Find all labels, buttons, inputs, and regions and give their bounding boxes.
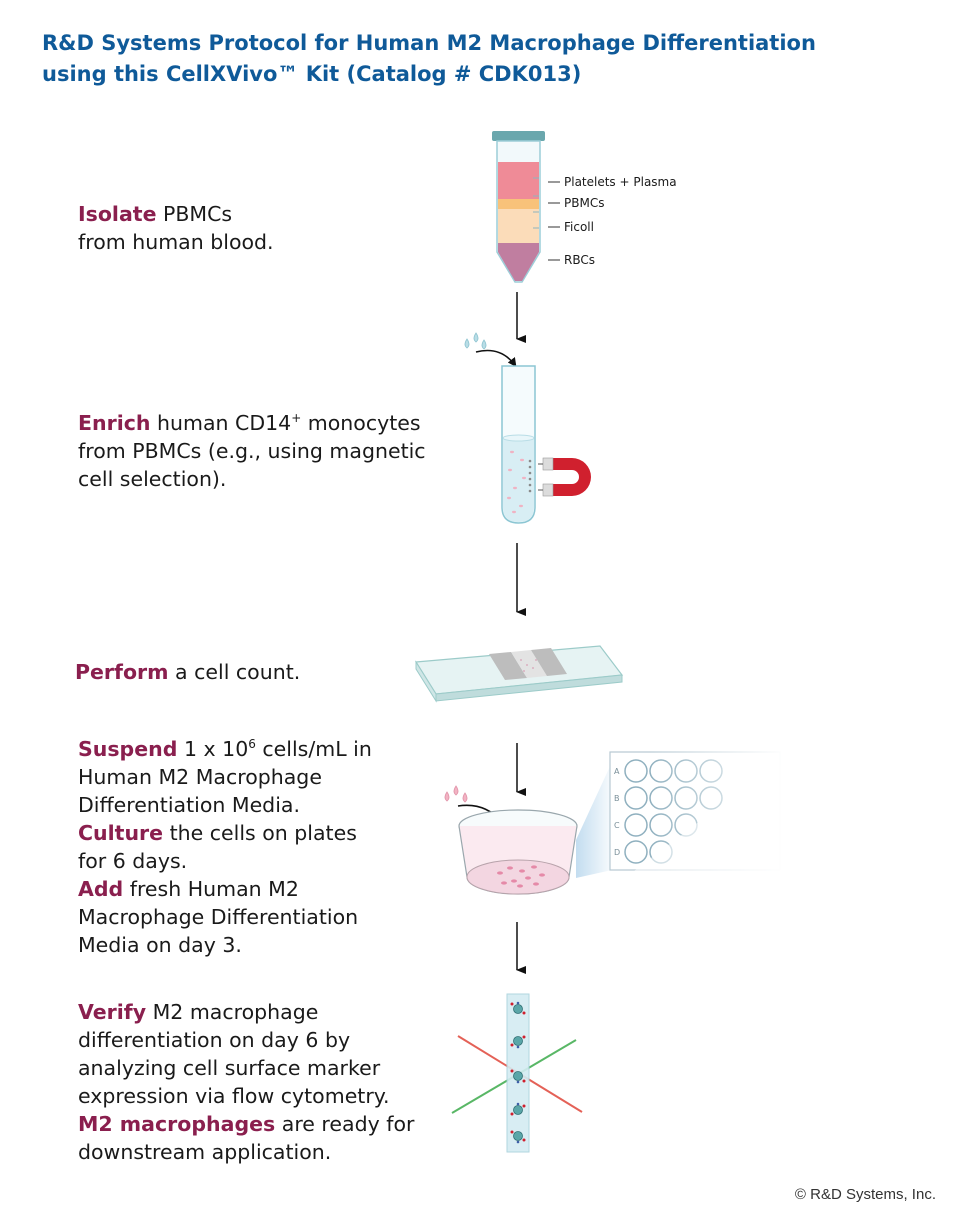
step-text: Differentiation Media. xyxy=(78,792,300,817)
step-text: from PBMCs (e.g., using magnetic xyxy=(78,438,426,463)
step-text: analyzing cell surface marker xyxy=(78,1056,381,1080)
step-text: M2 macrophage xyxy=(146,1000,319,1024)
label-platelets: Platelets + Plasma xyxy=(564,175,677,189)
step-text: fresh Human M2 xyxy=(123,876,299,901)
step-verify: Verify M2 macrophage differentiation on … xyxy=(78,998,478,1166)
label-pbmcs: PBMCs xyxy=(564,196,604,210)
plate-row-d: D xyxy=(614,848,620,857)
well-plate-icon: A B C D xyxy=(576,750,785,880)
step-text: cells/mL in xyxy=(255,736,372,761)
copyright-notice: © R&D Systems, Inc. xyxy=(794,1186,936,1203)
title-line-2: using this CellXVivo™ Kit (Catalog # CDK… xyxy=(42,62,582,86)
step-isolate: Isolate PBMCs from human blood. xyxy=(78,200,478,256)
step-text: for 6 days. xyxy=(78,848,188,873)
keyword-suspend: Suspend xyxy=(78,736,178,761)
curved-arrow-icon xyxy=(475,349,517,368)
keyword-isolate: Isolate xyxy=(78,202,157,226)
step-text: a cell count. xyxy=(168,660,301,684)
keyword-m2-macrophages: M2 macrophages xyxy=(78,1112,276,1136)
ficoll-layer xyxy=(498,209,539,243)
keyword-perform: Perform xyxy=(75,660,169,684)
zoom-beam xyxy=(576,762,612,878)
step-text: human CD14 xyxy=(150,410,292,435)
step-text: 1 x 10 xyxy=(177,736,249,761)
tube-cap xyxy=(492,131,545,141)
droplets-icon xyxy=(464,332,487,350)
hemocytometer-slide-icon xyxy=(414,645,624,703)
label-rbcs: RBCs xyxy=(564,253,595,267)
step-suspend: Suspend 1 x 106 cells/mL in Human M2 Mac… xyxy=(78,730,478,959)
media-droplets-icon xyxy=(444,785,468,803)
step-text: downstream application. xyxy=(78,1140,332,1164)
superscript: + xyxy=(291,411,302,425)
title-line-1: R&D Systems Protocol for Human M2 Macrop… xyxy=(42,31,816,55)
rbc-layer xyxy=(498,243,539,281)
step-count: Perform a cell count. xyxy=(75,658,475,686)
step-text: monocytes xyxy=(301,410,421,435)
step-text: are ready for xyxy=(275,1112,415,1136)
plasma-layer xyxy=(498,162,539,199)
keyword-verify: Verify xyxy=(78,1000,147,1024)
step-text: Human M2 Macrophage xyxy=(78,764,322,789)
plate-row-b: B xyxy=(614,794,620,803)
step-text: expression via flow cytometry. xyxy=(78,1084,390,1108)
flow-cytometry-icon xyxy=(451,993,583,1153)
test-tube-icon xyxy=(501,365,536,524)
step-text: from human blood. xyxy=(78,230,274,254)
label-ficoll: Ficoll xyxy=(564,220,594,234)
keyword-culture: Culture xyxy=(78,820,164,845)
step-enrich: Enrich human CD14+ monocytes from PBMCs … xyxy=(78,404,478,493)
magnet-icon xyxy=(538,457,591,497)
step-text: cell selection). xyxy=(78,466,227,491)
keyword-enrich: Enrich xyxy=(78,410,151,435)
plate-row-c: C xyxy=(614,821,620,830)
step-text: Media on day 3. xyxy=(78,932,242,957)
step-text: differentiation on day 6 by xyxy=(78,1028,351,1052)
step-text: the cells on plates xyxy=(163,820,357,845)
superscript: 6 xyxy=(248,737,256,751)
step-text: Macrophage Differentiation xyxy=(78,904,359,929)
pbmc-layer xyxy=(498,199,539,209)
centrifuge-tube-icon: Platelets + Plasma PBMCs Ficoll RBCs xyxy=(492,131,677,283)
step-text: PBMCs xyxy=(156,202,233,226)
petri-dish-icon xyxy=(458,809,578,895)
keyword-add: Add xyxy=(78,876,124,901)
plate-row-a: A xyxy=(614,767,620,776)
page-title: R&D Systems Protocol for Human M2 Macrop… xyxy=(42,28,862,90)
